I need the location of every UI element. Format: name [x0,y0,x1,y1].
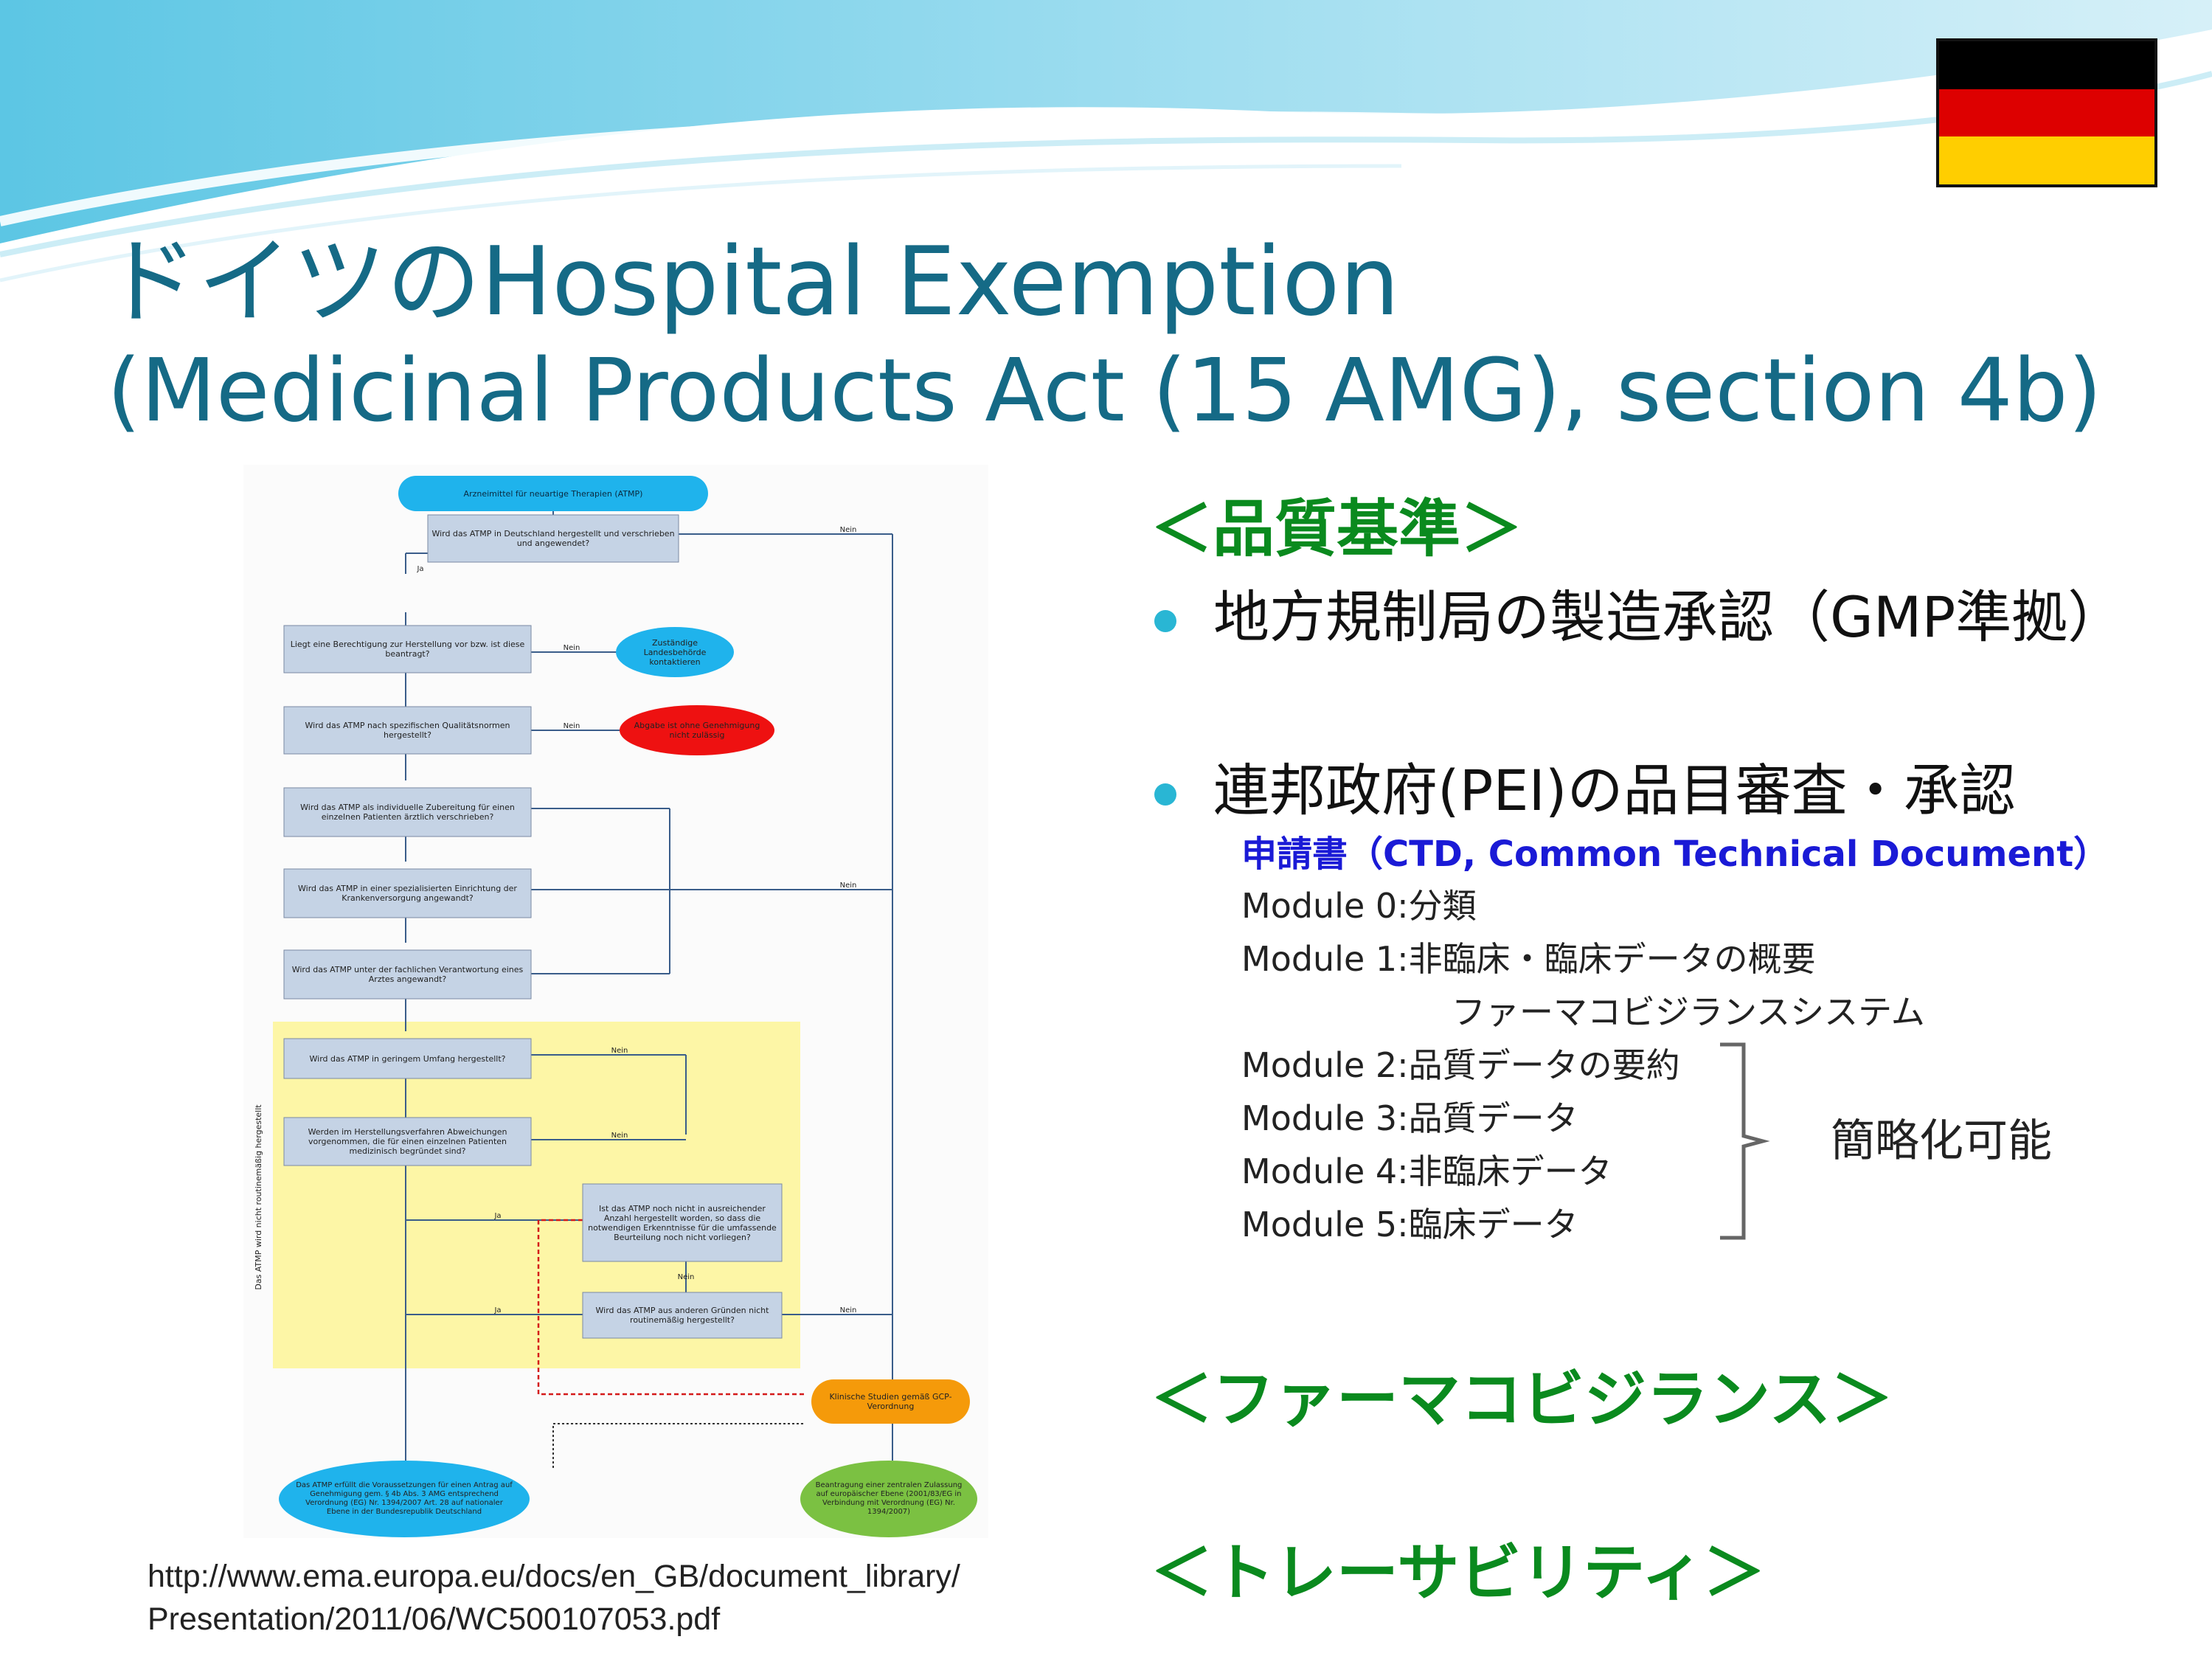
flag-stripe-red [1939,89,2154,137]
right-brace-icon [1720,1042,1770,1240]
module-row-1b: ファーマコビジランスシステム [1452,992,1925,1032]
national-approval-node [279,1461,530,1537]
q3-box [283,706,532,755]
not-allowed-node [620,705,774,755]
module-row-4: Module 4:非臨床データ [1241,1151,1612,1191]
fc-q7-text: Wird das ATMP in geringem Umfang hergest… [309,1053,506,1064]
fc-ja-label: Ja [494,1211,502,1220]
q1-box [427,514,679,563]
source-url-line1: http://www.ema.europa.eu/docs/en_GB/docu… [148,1559,960,1594]
black-dotted-connector [552,1423,804,1468]
fc-ja-label: Ja [417,564,424,573]
fc-nein-label: Nein [677,1272,695,1281]
q4-box [283,787,532,837]
module-row-0: Module 0:分類 [1241,886,1477,926]
flowchart-image: Arzneimittel für neuartige Therapien (AT… [243,465,988,1538]
q5-box [283,868,532,918]
fc-nein-label: Nein [611,1046,628,1055]
fc-q10-text: Wird das ATMP aus anderen Gründen nicht … [595,1306,769,1325]
simplify-label: 簡略化可能 [1831,1115,2052,1167]
source-url: http://www.ema.europa.eu/docs/en_GB/docu… [148,1555,960,1641]
fc-r3-text: Abgabe ist ohne Genehmigung nicht zuläss… [634,721,760,740]
flag-stripe-black [1939,41,2154,89]
german-flag-icon [1936,38,2157,187]
fc-start-text: Arzneimittel für neuartige Therapien (AT… [463,488,643,499]
module-row-3: Module 3:品質データ [1241,1098,1578,1138]
flowchart-graphic [273,476,977,1537]
start-node [398,476,708,511]
bullet-icon [1154,610,1176,632]
fc-nein-label: Nein [839,525,857,534]
fc-nein-label: Nein [839,1306,857,1315]
fc-nein-label: Nein [839,881,857,890]
q7-box [283,1038,532,1079]
authority-node [616,627,734,677]
bullet-text: 連邦政府(PEI)の品目審査・承認 [1213,758,2016,823]
fc-ja-label: Ja [494,1306,502,1315]
fc-nein-label: Nein [563,721,580,730]
fc-nein-label: Nein [611,1131,628,1140]
fc-national-text: Das ATMP erfüllt die Voraussetzungen für… [296,1481,513,1516]
red-dashed-connector [537,1219,804,1396]
module-row-5: Module 5:臨床データ [1241,1205,1578,1244]
ctd-label: 申請書（CTD, Common Technical Document） [1241,834,2109,875]
fc-nein-label: Nein [563,643,580,652]
q2-box [283,625,532,673]
bullet-item-pei: 連邦政府(PEI)の品目審査・承認 [1154,745,2016,826]
module-row-1: Module 1:非臨床・臨床データの概要 [1241,939,1816,979]
fc-eu-text: Beantragung einer zentralen Zulassung au… [815,1481,963,1516]
fc-q9-text: Ist das ATMP noch nicht in ausreichender… [588,1203,777,1242]
bullet-text: 地方規制局の製造承認（GMP準拠） [1213,584,2124,650]
bullet-icon [1154,783,1176,806]
fc-q2-text: Liegt eine Berechtigung zur Herstellung … [290,640,525,659]
q9-box [582,1183,783,1262]
fc-q5-text: Wird das ATMP in einer spezialisierten E… [298,884,517,903]
eu-approval-node [800,1461,977,1537]
q6-box [283,949,532,1000]
q10-box [582,1292,783,1339]
slide-title: ドイツのHospital Exemption [103,227,1400,337]
section-heading-pharmacovigilance: ＜ファーマコビジランス＞ [1151,1363,1893,1435]
section-heading-traceability: ＜トレーサビリティ＞ [1151,1537,1766,1609]
bullet-item-gmp: 地方規制局の製造承認（GMP準拠） [1154,572,2123,653]
fc-q4-text: Wird das ATMP als individuelle Zubereitu… [300,803,515,822]
fc-clinical-text: Klinische Studien gemäß GCP-Verordnung [829,1392,952,1411]
flag-stripe-gold [1939,136,2154,184]
fc-q3-text: Wird das ATMP nach spezifischen Qualität… [305,721,510,740]
clinical-trials-node [811,1379,970,1424]
fc-q6-text: Wird das ATMP unter der fachlichen Veran… [291,965,524,984]
section-heading-quality: ＜品質基準＞ [1151,493,1523,565]
module-row-2: Module 2:品質データの要約 [1241,1045,1680,1085]
source-url-line2: Presentation/2011/06/WC500107053.pdf [148,1601,721,1637]
fc-r2-text: Zuständige Landesbehörde kontaktieren [643,637,707,667]
slide-subtitle: (Medicinal Products Act (15 AMG), sectio… [107,339,2102,441]
q8-box [283,1117,532,1166]
fc-q1-text: Wird das ATMP in Deutschland hergestellt… [431,529,675,548]
fc-side-label: Das ATMP wird nicht routinemäßig hergest… [253,1104,263,1290]
fc-q8-text: Werden im Herstellungsverfahren Abweichu… [308,1127,507,1156]
